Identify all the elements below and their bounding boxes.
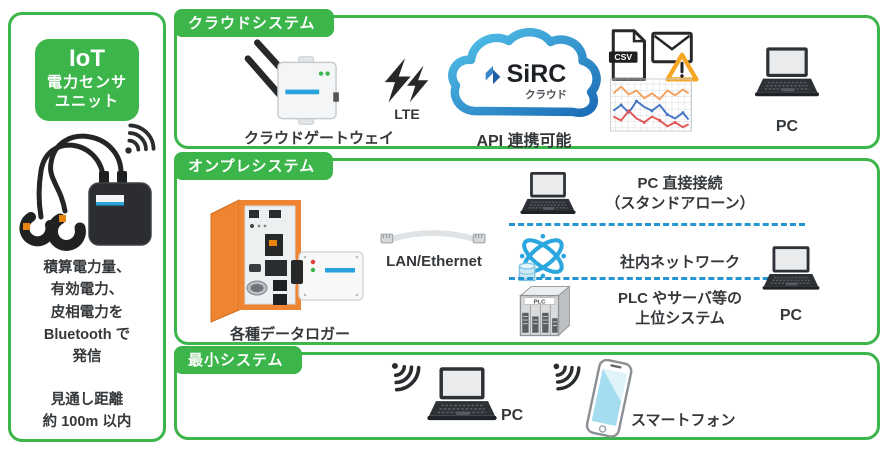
onprem-pc-label: PC	[779, 307, 803, 324]
desc-line: 有効電力、	[50, 282, 124, 299]
lan-cable-icon	[380, 230, 486, 244]
network-icon	[518, 233, 567, 282]
cloud-icon	[448, 28, 601, 117]
smartphone-icon	[585, 359, 633, 438]
smartphone-label: スマートフォン	[631, 412, 736, 429]
row1-line1: PC 直接接続	[637, 175, 723, 192]
plc-icon: PLC	[519, 285, 571, 337]
minimal-pc-icon	[423, 365, 501, 425]
row3-line1: PLC やサーバ等の	[617, 290, 743, 307]
sensor-unit-panel: IoT 電力センサ ユニット 積算電力量、 有効電力、 皮相	[8, 12, 166, 442]
wifi-signal-icon	[541, 351, 586, 396]
cloud-system-panel: クラウドシステム クラウドゲートウェイ LTE	[174, 9, 880, 150]
line-chart-icon	[610, 78, 692, 132]
sirc-logo-icon	[485, 65, 500, 84]
minimal-system-title: 最小システム	[174, 346, 302, 374]
row-divider	[509, 277, 805, 280]
power-sensor-icon	[19, 133, 152, 251]
sirc-cloud: SiRC クラウド	[443, 24, 605, 128]
row-divider	[509, 223, 805, 226]
sensor-description: 積算電力量、 有効電力、 皮相電力を Bluetooth で 発信	[11, 257, 163, 369]
csv-badge-text: CSV	[614, 52, 632, 62]
plc-label-text: PLC	[534, 299, 547, 305]
iot-badge: IoT 電力センサ ユニット	[35, 39, 139, 121]
row1-line2: （スタンドアローン）	[605, 194, 755, 212]
pc-laptop-icon	[751, 44, 823, 102]
cloud-gateway-icon	[244, 39, 339, 125]
cloud-sub-text: クラウド	[525, 89, 567, 101]
iot-badge-title: IoT	[69, 45, 105, 72]
onpremise-system-title: オンプレシステム	[174, 152, 334, 180]
lan-label: LAN/Ethernet	[386, 253, 482, 270]
iot-badge-line2: 電力センサ	[46, 73, 127, 91]
onprem-pc-icon	[759, 243, 823, 295]
row1-label: PC 直接接続 （スタンドアローン）	[582, 174, 778, 213]
minimal-system-panel: 最小システム PC スマートフォン	[174, 346, 880, 440]
row2-label: 社内ネットワーク	[619, 254, 740, 271]
onpremise-system-panel: オンプレシステム 各種データロガー LAN/Ethernet	[174, 152, 880, 345]
sensor-range-note: 見通し距離 約 100m 以内	[11, 389, 163, 434]
row3-label: PLC やサーバ等の 上位システム	[582, 289, 778, 328]
desc-line: 皮相電力を	[50, 304, 124, 321]
cloud-pc-label: PC	[775, 118, 799, 135]
desc-line: 積算電力量、	[43, 259, 131, 276]
data-logger-icon	[210, 199, 364, 323]
note-line: 見通し距離	[50, 391, 124, 408]
desc-line: 発信	[72, 349, 102, 366]
lte-label: LTE	[394, 106, 420, 122]
lte-lightning-icon	[384, 58, 429, 103]
cloud-system-title: クラウドシステム	[174, 9, 334, 37]
minimal-pc-label: PC	[501, 407, 524, 424]
row3-line2: 上位システム	[635, 309, 725, 327]
cloud-brand-block: SiRC クラウド	[443, 60, 605, 102]
note-line: 約 100m 以内	[42, 414, 132, 431]
api-label: API 連携可能	[476, 133, 572, 150]
logger-label: 各種データロガー	[229, 326, 350, 343]
gateway-label: クラウドゲートウェイ	[243, 130, 394, 147]
cloud-brand-text: SiRC	[506, 60, 567, 88]
desc-line: Bluetooth で	[43, 327, 131, 343]
iot-badge-line3: ユニット	[54, 93, 119, 111]
power-sensor-image	[16, 127, 158, 255]
standalone-pc-icon	[517, 169, 579, 219]
wifi-signal-icon	[379, 350, 427, 398]
csv-file-icon: CSV	[608, 29, 646, 81]
